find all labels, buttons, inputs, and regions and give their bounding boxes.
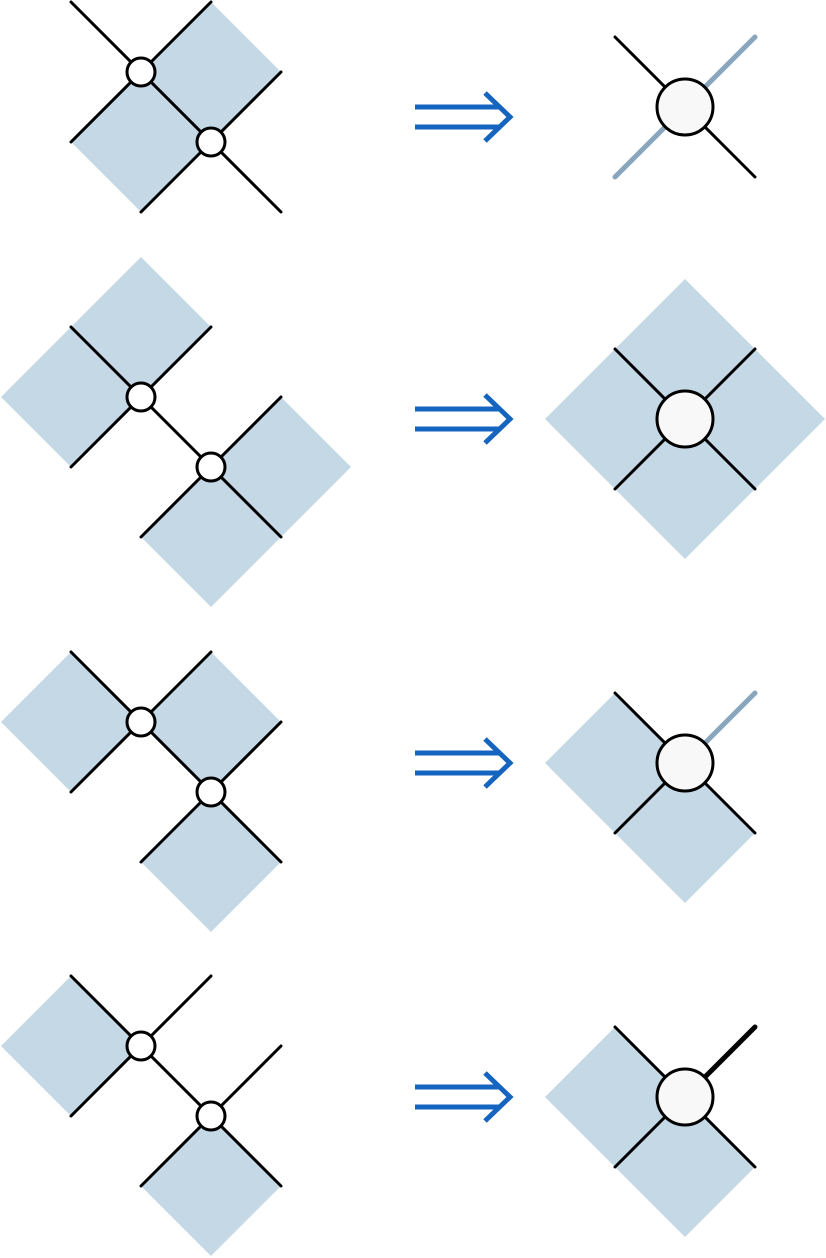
rule-1-before (69, 0, 283, 214)
rule-4-before (1, 974, 283, 1256)
strand (139, 0, 213, 74)
strand (69, 325, 283, 539)
merged-vertex-node (655, 1067, 715, 1127)
shaded-region (141, 792, 281, 932)
strand (69, 650, 283, 864)
vertex-node (125, 706, 157, 738)
vertex-node (195, 776, 227, 808)
implies-arrow (415, 393, 514, 445)
vertex-node (195, 126, 227, 158)
strand (139, 650, 213, 724)
vertex-node (195, 1100, 227, 1132)
shaded-region (141, 652, 281, 792)
rule-3-after (545, 690, 758, 903)
implies-arrow (415, 737, 514, 789)
rule-3-before (1, 650, 283, 932)
strand (69, 0, 283, 214)
strand (139, 974, 213, 1048)
merged-vertex-node (655, 733, 715, 793)
strand (139, 140, 213, 214)
strand (139, 465, 213, 539)
vertex-node (195, 451, 227, 483)
strand (209, 720, 283, 794)
rule-row-2 (1, 257, 825, 607)
shaded-region (141, 1116, 281, 1256)
rule-row-3 (1, 650, 758, 932)
strand (139, 790, 213, 864)
rule-4-after (545, 1024, 758, 1237)
vertex-node (125, 56, 157, 88)
rule-2-before (1, 257, 351, 607)
vertex-node (125, 1030, 157, 1062)
strand (209, 395, 283, 469)
strand (69, 974, 283, 1188)
shaded-region (1, 652, 141, 792)
strand (209, 1044, 283, 1118)
strand (139, 325, 213, 399)
strand (69, 395, 143, 469)
rule-2-after (545, 279, 825, 559)
vertex-node (125, 381, 157, 413)
strand (139, 1114, 213, 1188)
rule-1-after (612, 34, 758, 180)
rule-row-1 (69, 0, 758, 214)
merged-vertex-node (655, 77, 715, 137)
implies-arrow (415, 1071, 514, 1123)
shaded-region (1, 976, 141, 1116)
merged-vertex-node (655, 389, 715, 449)
rule-row-4 (1, 974, 758, 1256)
implies-arrow (415, 91, 514, 143)
strand (69, 70, 143, 144)
strand (69, 1044, 143, 1118)
strand (209, 70, 283, 144)
strand (69, 720, 143, 794)
